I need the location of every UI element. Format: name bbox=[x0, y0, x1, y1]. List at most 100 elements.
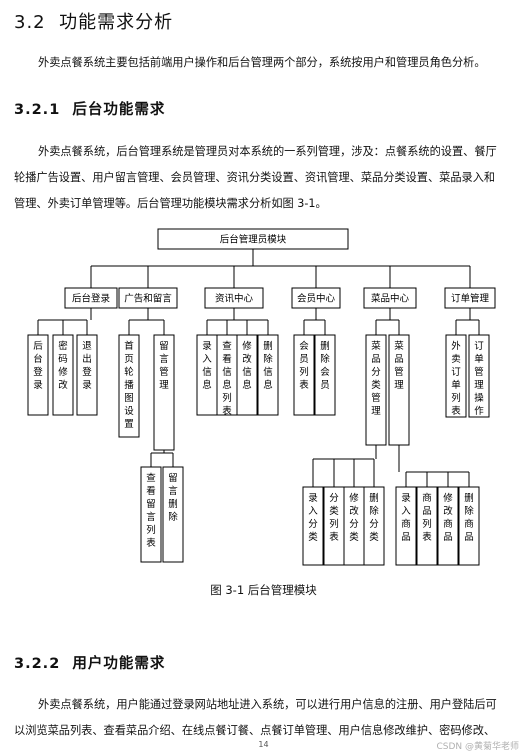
diagram-box bbox=[468, 334, 490, 418]
diagram-label: 留言删除 bbox=[168, 472, 178, 523]
child-box: 外卖订单列表 bbox=[445, 334, 467, 418]
group-box: 资讯中心 bbox=[204, 287, 264, 309]
grandchild-box: 修改商品 bbox=[437, 486, 459, 566]
diagram-label: 后台登录 bbox=[72, 293, 111, 305]
subsection-title: 用户功能需求 bbox=[72, 656, 166, 672]
child-box: 退出登录 bbox=[76, 334, 98, 416]
diagram-label: 订单管理 bbox=[451, 293, 490, 305]
diagram-label: 广告和留言 bbox=[124, 293, 172, 305]
child-box: 删除会员 bbox=[314, 334, 336, 416]
diagram-box bbox=[445, 334, 467, 418]
child-box: 查看信息列表 bbox=[216, 334, 238, 417]
diagram-label: 会员中心 bbox=[297, 293, 336, 305]
diagram-box bbox=[118, 334, 140, 438]
diagram-label: 修改商品 bbox=[443, 492, 453, 543]
section-number: 3.2 bbox=[14, 12, 46, 33]
diagram-box bbox=[314, 334, 336, 416]
diagram-label: 录入信息 bbox=[202, 341, 212, 391]
diagram-label: 密码修改 bbox=[58, 340, 68, 391]
paragraph-line: 外卖点餐系统，后台管理系统是管理员对本系统的一系列管理，涉及：点餐系统的设置、餐… bbox=[38, 145, 497, 158]
group-box: 会员中心 bbox=[291, 287, 341, 309]
subsection-heading-2: 3.2.2 用户功能需求 bbox=[14, 652, 165, 673]
diagram-label: 删除会员 bbox=[320, 341, 330, 391]
diagram-box bbox=[302, 486, 324, 566]
diagram-label: 删除商品 bbox=[464, 493, 474, 543]
grandchild-box: 删除商品 bbox=[458, 486, 480, 566]
figure-caption: 图 3-1 后台管理模块 bbox=[210, 583, 317, 597]
subsection-title: 后台功能需求 bbox=[72, 102, 166, 118]
diagram-box bbox=[162, 466, 184, 563]
diagram-box bbox=[257, 334, 279, 416]
child-box: 会员列表 bbox=[293, 334, 315, 416]
diagram-box bbox=[416, 486, 438, 566]
diagram-label: 菜品分类管理 bbox=[371, 340, 381, 417]
intro-paragraph: 外卖点餐系统主要包括前端用户操作和后台管理两个部分，系统按用户和管理员角色分析。 bbox=[14, 50, 512, 76]
child-box: 录入信息 bbox=[196, 334, 218, 416]
child-box: 首页轮播图设置 bbox=[118, 334, 140, 438]
diagram-label: 订单管理操作 bbox=[474, 341, 484, 417]
backend-module-diagram: 后台管理员模块后台登录广告和留言资讯中心会员中心菜品中心订单管理后台登录密码修改… bbox=[27, 228, 496, 566]
child-box: 菜品分类管理 bbox=[365, 334, 387, 446]
section-title: 功能需求分析 bbox=[59, 12, 174, 33]
diagram-label: 删除分类 bbox=[369, 493, 379, 543]
user-paragraph: 外卖点餐系统，用户能通过登录网站地址进入系统，可以进行用户信息的注册、用户登陆后… bbox=[14, 692, 512, 744]
diagram-label: 删除信息 bbox=[263, 341, 273, 391]
diagram-box bbox=[140, 466, 162, 563]
child-box: 修改信息 bbox=[236, 334, 258, 416]
diagram-label: 后台管理员模块 bbox=[220, 234, 287, 246]
diagram-label: 分类列表 bbox=[329, 493, 339, 543]
diagram-box bbox=[153, 334, 175, 451]
diagram-box bbox=[76, 334, 98, 416]
child-box: 后台登录 bbox=[27, 334, 49, 416]
diagram-box bbox=[437, 486, 459, 566]
diagram-label: 菜品中心 bbox=[371, 293, 410, 305]
grandchild-box: 商品列表 bbox=[416, 486, 438, 566]
diagram-box bbox=[363, 486, 385, 566]
diagram-label: 商品列表 bbox=[422, 492, 432, 543]
diagram-label: 退出登录 bbox=[82, 341, 92, 391]
grandchild-box: 分类列表 bbox=[323, 486, 345, 566]
diagram-box bbox=[27, 334, 49, 416]
diagram-label: 留言管理 bbox=[159, 340, 169, 391]
grandchild-box: 留言删除 bbox=[162, 466, 184, 563]
section-heading: 3.2 功能需求分析 bbox=[14, 8, 173, 34]
diagram-label: 首页轮播图设置 bbox=[124, 340, 134, 430]
diagram-label: 录入分类 bbox=[308, 493, 318, 543]
child-box: 订单管理操作 bbox=[468, 334, 490, 418]
diagram-label: 录入商品 bbox=[401, 493, 411, 543]
child-box: 留言管理 bbox=[153, 334, 175, 451]
page-number: 14 bbox=[258, 740, 269, 749]
diagram-box bbox=[395, 486, 417, 566]
diagram-label: 修改信息 bbox=[242, 340, 252, 391]
paragraph-line: 管理、外卖订单管理等。后台管理功能模块需求分析如图 3-1。 bbox=[14, 197, 327, 210]
diagram-label: 会员列表 bbox=[299, 340, 309, 391]
paragraph-line: 轮播广告设置、用户留言管理、会员管理、资讯分类设置、资讯管理、菜品分类设置、菜品… bbox=[14, 171, 496, 184]
group-box: 菜品中心 bbox=[363, 287, 417, 309]
group-box: 广告和留言 bbox=[118, 287, 178, 309]
diagram-box bbox=[52, 334, 74, 416]
group-box: 后台登录 bbox=[64, 287, 118, 309]
grandchild-box: 删除分类 bbox=[363, 486, 385, 566]
grandchild-box: 修改分类 bbox=[343, 486, 365, 566]
paragraph-line: 以浏览菜品列表、查看菜品介绍、在线点餐订餐、点餐订单管理、用户信息修改维护、密码… bbox=[14, 724, 496, 737]
diagram-label: 外卖订单列表 bbox=[451, 340, 461, 417]
child-box: 密码修改 bbox=[52, 334, 74, 416]
subsection-number: 3.2.1 bbox=[14, 102, 61, 118]
subsection-heading-1: 3.2.1 后台功能需求 bbox=[14, 98, 165, 119]
diagram-label: 查看留言列表 bbox=[146, 472, 156, 549]
child-box: 菜品管理 bbox=[388, 334, 410, 446]
diagram-label: 菜品管理 bbox=[394, 340, 404, 391]
diagram-label: 修改分类 bbox=[349, 492, 359, 543]
diagram-box bbox=[293, 334, 315, 416]
paragraph-line: 外卖点餐系统，用户能通过登录网站地址进入系统，可以进行用户信息的注册、用户登陆后… bbox=[38, 698, 497, 711]
subsection-number: 3.2.2 bbox=[14, 656, 61, 672]
group-box: 订单管理 bbox=[444, 287, 496, 309]
grandchild-box: 录入分类 bbox=[302, 486, 324, 566]
diagram-box bbox=[236, 334, 258, 416]
diagram-label: 资讯中心 bbox=[215, 293, 254, 305]
diagram-label: 查看信息列表 bbox=[222, 340, 232, 417]
grandchild-box: 录入商品 bbox=[395, 486, 417, 566]
intro-line: 外卖点餐系统主要包括前端用户操作和后台管理两个部分，系统按用户和管理员角色分析。 bbox=[38, 56, 486, 69]
grandchild-box: 查看留言列表 bbox=[140, 466, 162, 563]
root-box: 后台管理员模块 bbox=[157, 228, 349, 250]
